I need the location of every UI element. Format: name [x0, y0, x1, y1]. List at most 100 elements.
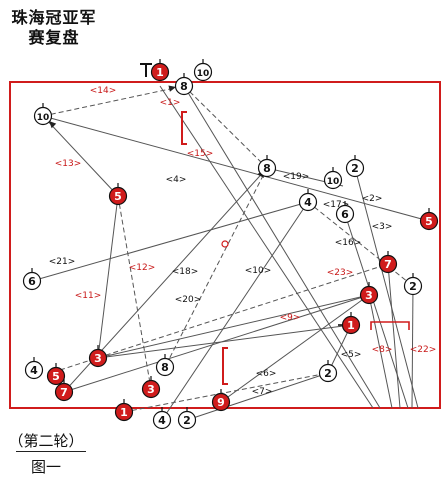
stone-r5_low: 5 [46, 363, 66, 386]
move-label: <15> [187, 149, 214, 159]
stone-w6_left: 6 [22, 268, 42, 291]
svg-text:8: 8 [263, 162, 271, 175]
stone-r5_left: 5 [108, 183, 128, 206]
move-label: <9> [280, 313, 301, 323]
svg-text:4: 4 [304, 196, 312, 209]
arrow-head-icon [49, 121, 57, 129]
stone-w4_left: 4 [24, 357, 44, 380]
stone-r9_low: 9 [211, 389, 231, 412]
svg-text:10: 10 [197, 69, 210, 79]
svg-text:5: 5 [114, 190, 122, 203]
svg-text:2: 2 [409, 280, 417, 293]
move-line [42, 115, 119, 197]
move-label: <6> [256, 369, 277, 379]
arrow-bracket-icon [370, 321, 410, 330]
move-label: <4> [166, 175, 187, 185]
move-line [63, 294, 370, 393]
stone-w10_top: 10 [193, 59, 213, 82]
move-label: <16> [335, 238, 362, 248]
svg-text:5: 5 [425, 215, 433, 228]
move-line [354, 167, 419, 409]
move-line [31, 201, 309, 282]
svg-text:3: 3 [147, 383, 155, 396]
caption-round: （第二轮） [8, 432, 84, 450]
stone-r1_right: 1 [341, 312, 361, 335]
stone-r3_left: 3 [88, 345, 108, 368]
svg-text:8: 8 [180, 80, 188, 93]
move-label: <7> [252, 387, 273, 397]
move-line [97, 294, 370, 359]
svg-text:2: 2 [324, 367, 332, 380]
stone-w8_mid: 8 [257, 155, 277, 178]
stone-w2_low: 2 [318, 360, 338, 383]
svg-text:3: 3 [94, 352, 102, 365]
title-line-1: 珠海冠亚军 [11, 8, 97, 27]
stone-r7_low: 7 [54, 379, 74, 402]
move-line [161, 201, 309, 421]
stone-w4_low: 4 [152, 407, 172, 430]
move-label: <19> [283, 172, 310, 182]
stone-r1_top: 1 [150, 59, 170, 82]
move-label: <3> [372, 222, 393, 232]
svg-text:8: 8 [161, 361, 169, 374]
svg-text:1: 1 [156, 66, 164, 79]
move-line [387, 263, 401, 409]
svg-text:2: 2 [183, 414, 191, 427]
move-label: <5> [341, 350, 362, 360]
move-line [159, 85, 374, 409]
arrow-head-icon [168, 85, 176, 92]
stone-w2_right: 2 [403, 273, 423, 296]
move-line [183, 85, 381, 409]
svg-text:6: 6 [341, 208, 349, 221]
stone-r1_low: 1 [114, 399, 134, 422]
title-line-2: 赛复盘 [28, 28, 80, 47]
move-label: <17> [323, 200, 350, 210]
stone-w10_right: 10 [323, 167, 343, 190]
move-label: <11> [75, 291, 102, 301]
move-line [117, 195, 152, 390]
move-line [411, 285, 414, 409]
stone-w2_topright: 2 [345, 155, 365, 178]
svg-text:9: 9 [217, 396, 225, 409]
svg-text:4: 4 [158, 414, 166, 427]
move-label: <20> [175, 295, 202, 305]
bracket-icon [222, 347, 228, 385]
bracket-icon [181, 111, 187, 145]
svg-text:3: 3 [365, 289, 373, 302]
move-line [368, 294, 393, 409]
move-line [123, 372, 329, 413]
caption-divider [16, 451, 86, 452]
svg-text:4: 4 [30, 364, 38, 377]
t-marker-icon [140, 63, 152, 77]
stone-r3_low: 3 [141, 376, 161, 399]
move-line [97, 195, 119, 359]
move-label: <23> [327, 268, 354, 278]
move-label: <2> [362, 194, 383, 204]
stone-r7_right: 7 [378, 251, 398, 274]
move-line [42, 115, 430, 222]
move-label: <1> [160, 98, 181, 108]
move-label: <21> [49, 257, 76, 267]
markers [140, 63, 410, 385]
stone-w2_bottom: 2 [177, 407, 197, 430]
move-label: <18> [172, 267, 199, 277]
small-ring-icon [221, 240, 229, 248]
move-lines [31, 85, 430, 421]
stone-w6_mid: 6 [335, 201, 355, 224]
move-line [220, 294, 370, 403]
move-label: <12> [129, 263, 156, 273]
svg-text:6: 6 [28, 275, 36, 288]
move-line [42, 85, 185, 117]
svg-text:10: 10 [37, 113, 50, 123]
move-line [183, 85, 268, 169]
svg-text:1: 1 [120, 406, 128, 419]
move-line [97, 324, 352, 359]
stone-w4_mid: 4 [298, 189, 318, 212]
stone-w10_left: 10 [33, 103, 53, 126]
move-label: <10> [245, 266, 272, 276]
move-label: <22> [410, 345, 437, 355]
stone-w8_top: 8 [174, 73, 194, 96]
svg-text:5: 5 [52, 370, 60, 383]
